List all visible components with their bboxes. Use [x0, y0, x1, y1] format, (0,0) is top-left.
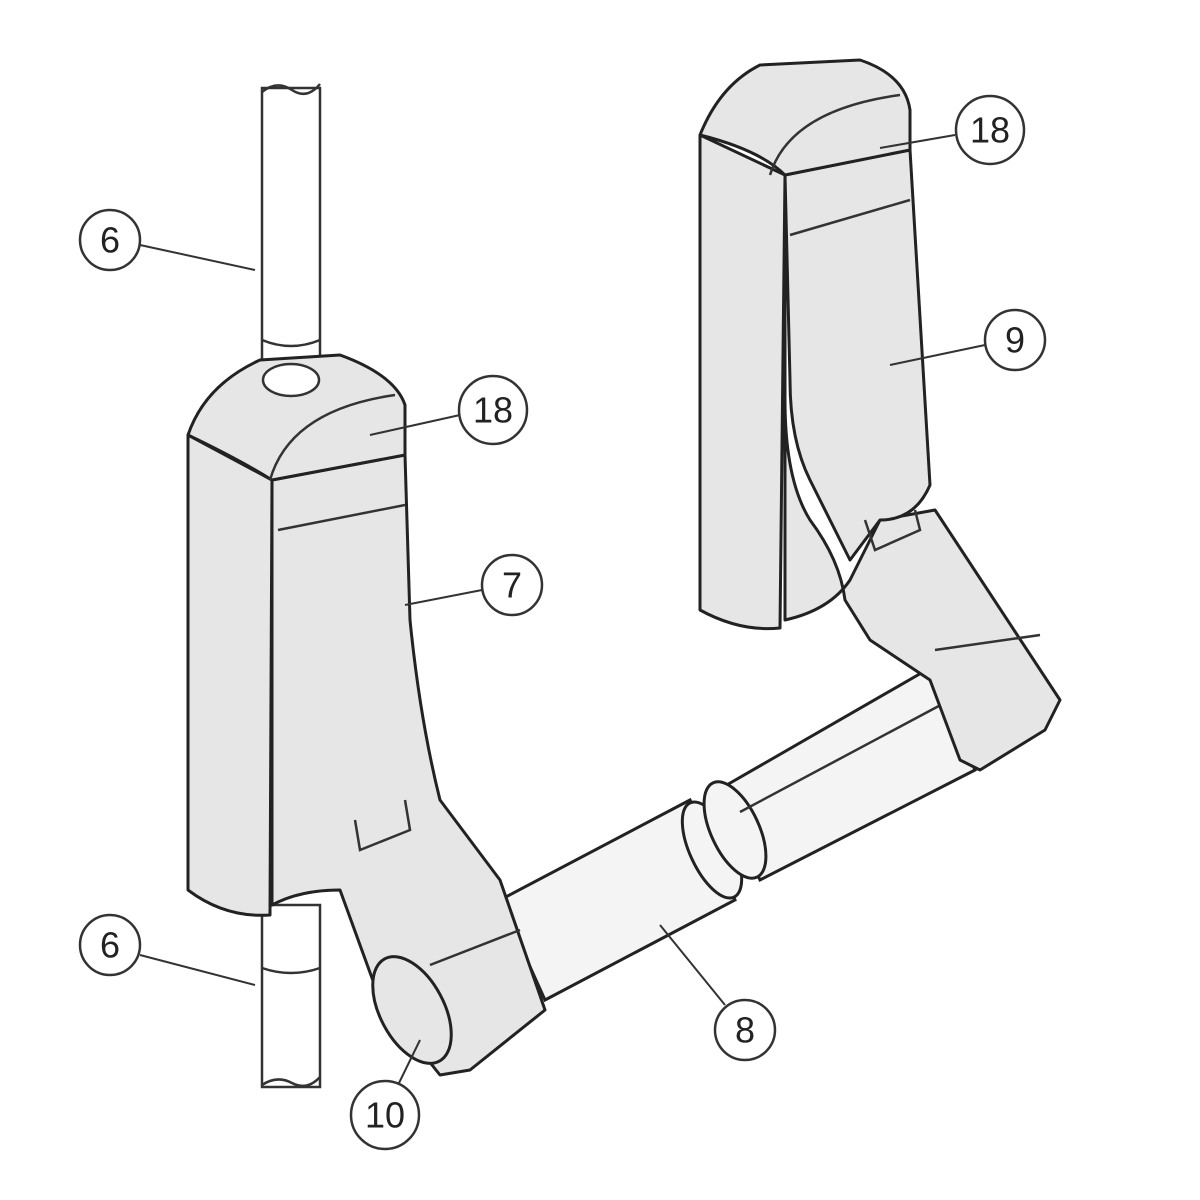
callout-18-right: 18	[879, 94, 1026, 166]
callout-label: 7	[502, 565, 522, 606]
callout-label: 9	[1005, 320, 1025, 361]
callout-9: 9	[889, 308, 1047, 372]
callout-10: 10	[349, 1039, 421, 1151]
callout-label: 6	[100, 925, 120, 966]
left-housing	[186, 353, 547, 1077]
callout-label: 18	[970, 110, 1010, 151]
callout-8: 8	[659, 924, 777, 1062]
callout-label: 6	[100, 220, 120, 261]
callout-label: 10	[365, 1095, 405, 1136]
lower-rod	[260, 903, 322, 1089]
right-housing	[698, 58, 1062, 772]
callout-label: 8	[735, 1010, 755, 1051]
push-bar	[498, 665, 977, 1003]
callout-label: 18	[473, 390, 513, 431]
callout-7: 7	[404, 553, 544, 617]
callout-6-lower: 6	[78, 913, 256, 986]
callout-6-upper: 6	[78, 208, 256, 272]
callout-18-left: 18	[369, 374, 529, 446]
upper-rod	[260, 83, 322, 395]
